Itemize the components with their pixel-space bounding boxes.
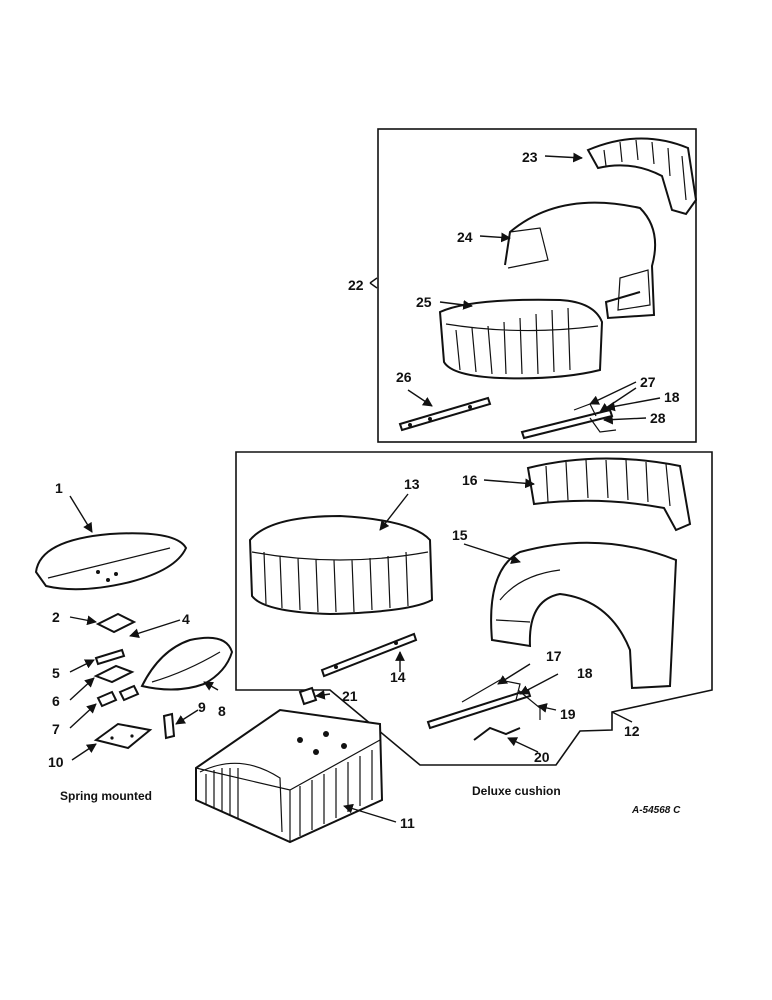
seat-cushion-13 xyxy=(248,514,434,616)
callout-18-lower: 18 xyxy=(577,665,593,681)
pan-seat-1 xyxy=(34,532,188,591)
callout-4: 4 xyxy=(182,611,190,627)
callout-16: 16 xyxy=(462,472,478,488)
plate-10 xyxy=(93,722,153,750)
pin-9 xyxy=(162,712,176,740)
group-22-frame xyxy=(377,128,697,443)
slide-rail-27 xyxy=(520,403,617,440)
callout-1: 1 xyxy=(55,480,63,496)
callout-10: 10 xyxy=(48,754,64,770)
callout-9: 9 xyxy=(198,699,206,715)
plate-2 xyxy=(95,612,137,634)
group-12-frame xyxy=(235,451,713,766)
callout-17: 17 xyxy=(546,648,562,664)
callout-19: 19 xyxy=(560,706,576,722)
callout-26: 26 xyxy=(396,369,412,385)
callout-25: 25 xyxy=(416,294,432,310)
leader-lines xyxy=(69,152,661,823)
back-frame-24 xyxy=(504,201,657,320)
seat-cushion-25 xyxy=(438,298,604,380)
callout-24: 24 xyxy=(457,229,473,245)
rail-14 xyxy=(320,632,418,678)
caption-deluxe-cushion: Deluxe cushion xyxy=(472,784,561,798)
plate-6 xyxy=(93,664,135,684)
callout-5: 5 xyxy=(52,665,60,681)
callout-11: 11 xyxy=(400,815,415,831)
callout-6: 6 xyxy=(52,693,60,709)
back-pad-23 xyxy=(586,137,698,216)
slide-mechanism-17 xyxy=(426,679,541,730)
callout-2: 2 xyxy=(52,609,60,625)
caption-spring-mounted: Spring mounted xyxy=(60,789,152,803)
back-pad-16 xyxy=(526,457,692,532)
callout-22: 22 xyxy=(348,277,364,293)
clip-7 xyxy=(96,684,140,708)
callout-23: 23 xyxy=(522,149,538,165)
rod-20 xyxy=(473,726,521,741)
callout-12: 12 xyxy=(624,723,640,739)
back-shell-15 xyxy=(490,541,678,690)
base-box-11 xyxy=(195,708,384,844)
callout-28: 28 xyxy=(650,410,666,426)
slide-rail-26 xyxy=(398,396,492,432)
callout-18-upper: 18 xyxy=(664,389,680,405)
callout-15: 15 xyxy=(452,527,468,543)
spring-8 xyxy=(140,636,234,691)
callout-7: 7 xyxy=(52,721,60,737)
callout-27: 27 xyxy=(640,374,656,390)
clip-21 xyxy=(298,686,318,706)
callout-8: 8 xyxy=(218,703,226,719)
callout-21: 21 xyxy=(342,688,358,704)
callout-20: 20 xyxy=(534,749,550,765)
callout-13: 13 xyxy=(404,476,420,492)
callout-14: 14 xyxy=(390,669,406,685)
drawing-code: A-54568 C xyxy=(631,805,681,816)
plate-5 xyxy=(94,648,126,666)
